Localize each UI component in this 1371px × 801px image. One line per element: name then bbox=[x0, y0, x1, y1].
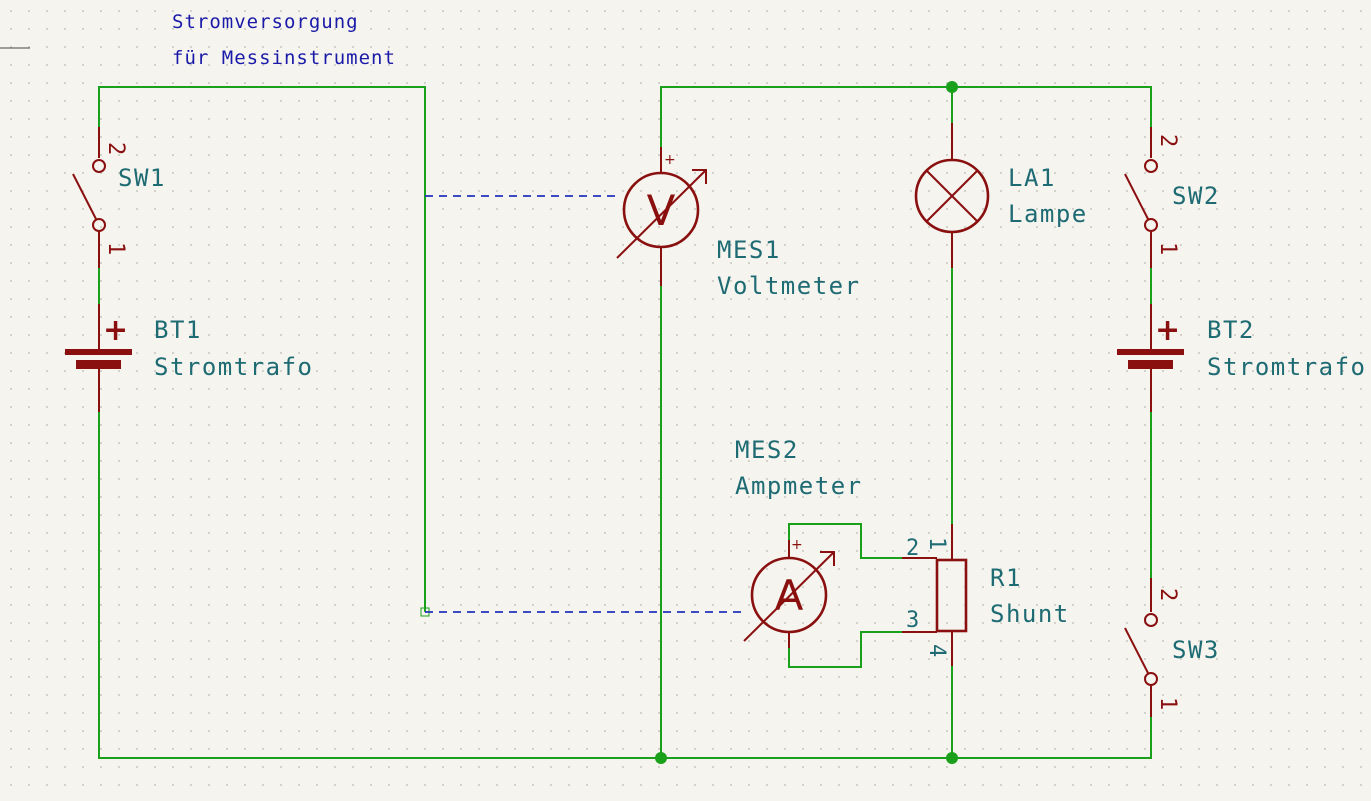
sw1-pin-2: 2 bbox=[103, 142, 128, 155]
sw2-pin-1: 1 bbox=[1155, 242, 1180, 255]
bt1-value: Stromtrafo bbox=[154, 353, 314, 381]
mes2-value: Ampmeter bbox=[735, 472, 863, 500]
ammeter-plus: + bbox=[791, 537, 803, 553]
mes1-value: Voltmeter bbox=[717, 272, 861, 300]
r1-value: Shunt bbox=[990, 600, 1070, 628]
switch-sw3[interactable]: 2 1 bbox=[1124, 578, 1180, 717]
voltmeter-mes1[interactable]: V + bbox=[616, 147, 707, 286]
wire-left-top[interactable] bbox=[98, 86, 426, 612]
battery-bt1[interactable]: + bbox=[65, 304, 132, 412]
bt2-ref: BT2 bbox=[1207, 316, 1255, 344]
la1-ref: LA1 bbox=[1008, 164, 1056, 192]
r1-pin-3: 3 bbox=[906, 608, 919, 633]
r1-ref: R1 bbox=[990, 564, 1022, 592]
note-line-2: für Messinstrument bbox=[172, 47, 396, 69]
wire-bottom[interactable] bbox=[98, 412, 1152, 759]
sw2-ref: SW2 bbox=[1172, 182, 1220, 210]
wire-top-right[interactable] bbox=[660, 86, 1152, 147]
ammeter-mes2[interactable]: A + bbox=[743, 537, 835, 648]
sw1-pin-1: 1 bbox=[103, 242, 128, 255]
sw3-pin-2: 2 bbox=[1155, 588, 1180, 601]
la1-value: Lampe bbox=[1008, 200, 1088, 228]
junction-bottom-left bbox=[655, 752, 667, 764]
battery-bt2[interactable]: + bbox=[1117, 304, 1184, 412]
r1-pin-2: 2 bbox=[906, 536, 919, 561]
junction-bottom-right bbox=[946, 752, 958, 764]
sw3-ref: SW3 bbox=[1172, 636, 1220, 664]
bt2-plus: + bbox=[1155, 313, 1180, 348]
lamp-la1[interactable] bbox=[914, 123, 990, 268]
note-line-1: Stromversorgung bbox=[172, 11, 359, 33]
mes1-ref: MES1 bbox=[717, 236, 781, 264]
junction-top bbox=[946, 81, 958, 93]
bt2-value: Stromtrafo bbox=[1207, 353, 1367, 381]
voltmeter-letter: V bbox=[647, 186, 676, 235]
sw2-pin-2: 2 bbox=[1155, 134, 1180, 147]
voltmeter-plus: + bbox=[664, 152, 676, 168]
sw1-ref: SW1 bbox=[118, 164, 166, 192]
resistor-r1[interactable]: 1 2 3 4 bbox=[902, 524, 968, 666]
switch-sw2[interactable]: 2 1 bbox=[1124, 127, 1180, 268]
r1-pin-4: 4 bbox=[924, 644, 949, 657]
wire-amp-shunt-3[interactable] bbox=[788, 631, 902, 668]
switch-sw1[interactable]: 2 1 bbox=[72, 127, 128, 268]
mes2-ref: MES2 bbox=[735, 436, 799, 464]
sw3-pin-1: 1 bbox=[1155, 697, 1180, 710]
wires bbox=[98, 86, 1152, 759]
bt1-ref: BT1 bbox=[154, 316, 202, 344]
wire-amp-shunt-2[interactable] bbox=[788, 523, 902, 559]
bt1-plus: + bbox=[103, 313, 128, 348]
r1-pin-1: 1 bbox=[924, 537, 949, 550]
